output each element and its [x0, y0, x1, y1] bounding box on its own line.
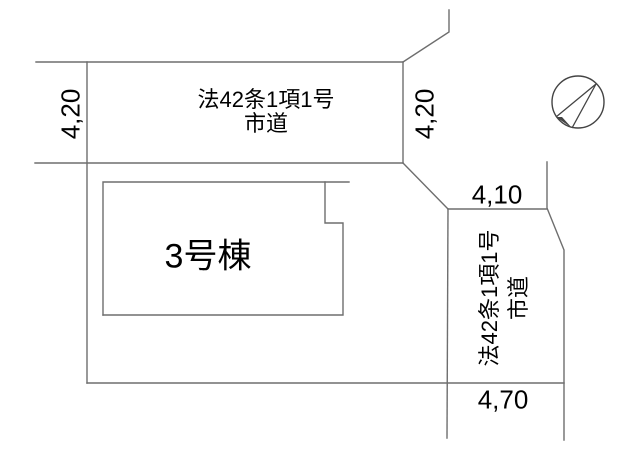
top-road-name-line2: 市道 [243, 111, 289, 136]
side-road-width-top: 4,10 [471, 179, 523, 210]
top-road-label: 法42条1項1号 市道 [198, 88, 335, 136]
north-arrow-icon [551, 75, 605, 129]
plan-lines [34, 9, 565, 441]
side-road-name-line1: 法42条1項1号 [477, 229, 502, 367]
compass-circle [551, 75, 605, 129]
top-road-width-left: 4,20 [55, 88, 86, 140]
side-road-name-line2: 市道 [506, 275, 531, 321]
building-label: 3号棟 [164, 237, 252, 276]
building-outline-notch-right-bottom [102, 181, 344, 316]
compass-needle-fill [556, 117, 572, 128]
side-road-label: 法42条1項1号 市道 [475, 230, 533, 367]
compass-needle-lines [555, 83, 597, 129]
lot-corner-diagonal [402, 162, 449, 210]
side-road-left-edge [446, 208, 449, 439]
side-road-right-edge [546, 161, 565, 441]
building-outline-top-left [102, 181, 350, 316]
top-road-name-line1: 法42条1項1号 [197, 87, 335, 112]
top-road-width-right: 4,20 [409, 88, 440, 140]
corner-diagonal-upper [402, 9, 450, 63]
side-road-width-bottom: 4,70 [477, 384, 529, 415]
